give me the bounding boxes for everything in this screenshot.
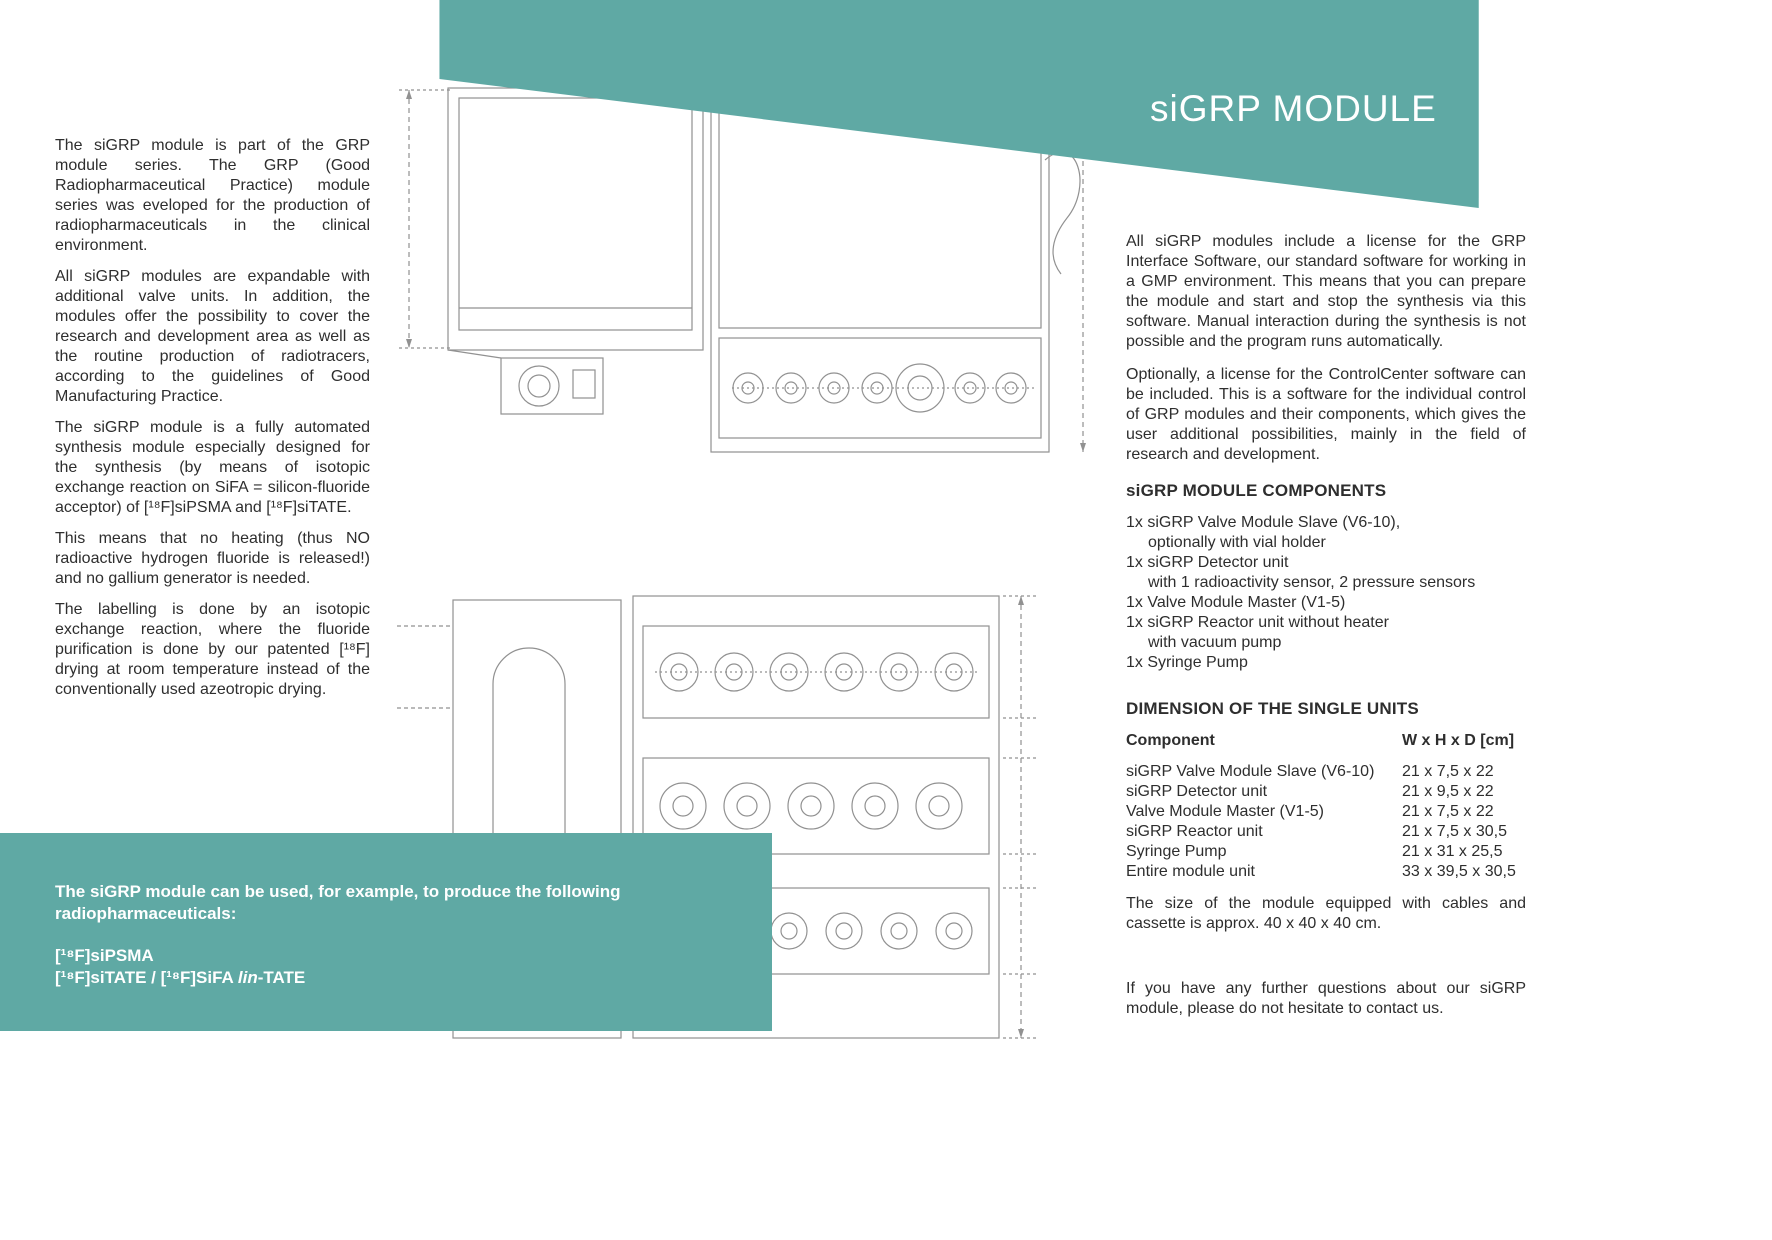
paragraph: This means that no heating (thus NO radi… <box>55 530 370 587</box>
table-row: siGRP Detector unit 21 x 9,5 x 22 <box>1126 782 1526 802</box>
component-name: Entire module unit <box>1126 863 1255 880</box>
left-column: The siGRP module is part of the GRP modu… <box>55 136 370 711</box>
table-header-row: Component W x H x D [cm] <box>1126 731 1526 751</box>
table-row: Entire module unit 33 x 39,5 x 30,5 <box>1126 862 1526 882</box>
right-column: All siGRP modules include a license for … <box>1126 232 1526 1019</box>
component-size: 21 x 7,5 x 30,5 <box>1402 823 1507 840</box>
dimensions-heading: DIMENSION OF THE SINGLE UNITS <box>1126 699 1419 718</box>
component-size: 21 x 7,5 x 22 <box>1402 763 1494 780</box>
highlight-box: The siGRP module can be used, for exampl… <box>0 833 772 1031</box>
paragraph: The siGRP module is part of the GRP modu… <box>55 137 370 254</box>
component-size: 21 x 9,5 x 22 <box>1402 783 1494 800</box>
component-line: 1x Syringe Pump <box>1126 654 1248 671</box>
table-row: Syringe Pump 21 x 31 x 25,5 <box>1126 842 1526 862</box>
technical-drawing-bottom <box>397 595 1039 1039</box>
compounds-list: [¹⁸F]siPSMA [¹⁸F]siTATE / [¹⁸F]SiFA lin-… <box>55 945 712 989</box>
component-name: siGRP Detector unit <box>1126 783 1268 800</box>
component-name: Syringe Pump <box>1126 843 1227 860</box>
paragraph: The siGRP module is a fully automated sy… <box>55 419 370 516</box>
component-line: 1x siGRP Detector unit <box>1126 554 1289 571</box>
component-name: Valve Module Master (V1-5) <box>1126 803 1324 820</box>
paragraph: All siGRP modules include a license for … <box>1126 233 1526 350</box>
table-header-size: W x H x D [cm] <box>1402 732 1515 749</box>
components-heading: siGRP MODULE COMPONENTS <box>1126 481 1387 500</box>
size-note: The size of the module equipped with cab… <box>1126 895 1526 932</box>
component-name: siGRP Reactor unit <box>1126 823 1263 840</box>
component-line-sub: with 1 radioactivity sensor, 2 pressure … <box>1148 574 1476 591</box>
component-line: 1x Valve Module Master (V1-5) <box>1126 594 1346 611</box>
compound-line: [¹⁸F]siTATE / [¹⁸F]SiFA lin-TATE <box>55 968 306 987</box>
dimensions-table: Component W x H x D [cm] siGRP Valve Mod… <box>1126 731 1526 882</box>
highlight-box-intro: The siGRP module can be used, for exampl… <box>55 882 621 923</box>
compound-line: [¹⁸F]siPSMA <box>55 946 154 965</box>
component-size: 21 x 7,5 x 22 <box>1402 803 1494 820</box>
table-row: siGRP Valve Module Slave (V6-10) 21 x 7,… <box>1126 762 1526 782</box>
component-line: 1x siGRP Valve Module Slave (V6-10), <box>1126 514 1401 531</box>
page-title: siGRP MODULE <box>1150 88 1437 129</box>
paragraph: Optionally, a license for the ControlCen… <box>1126 366 1526 463</box>
contact-note: If you have any further questions about … <box>1126 980 1526 1017</box>
paragraph: The labelling is done by an isotopic exc… <box>55 601 370 698</box>
component-size: 33 x 39,5 x 30,5 <box>1402 863 1516 880</box>
paragraph: All siGRP modules are expandable with ad… <box>55 268 370 405</box>
component-line-sub: with vacuum pump <box>1148 634 1282 651</box>
table-row: siGRP Reactor unit 21 x 7,5 x 30,5 <box>1126 822 1526 842</box>
component-line: 1x siGRP Reactor unit without heater <box>1126 614 1389 631</box>
component-line-sub: optionally with vial holder <box>1148 534 1326 551</box>
table-row: Valve Module Master (V1-5) 21 x 7,5 x 22 <box>1126 802 1526 822</box>
components-list: 1x siGRP Valve Module Slave (V6-10), opt… <box>1126 513 1526 673</box>
component-name: siGRP Valve Module Slave (V6-10) <box>1126 763 1375 780</box>
component-size: 21 x 31 x 25,5 <box>1402 843 1503 860</box>
table-header-component: Component <box>1126 732 1215 749</box>
